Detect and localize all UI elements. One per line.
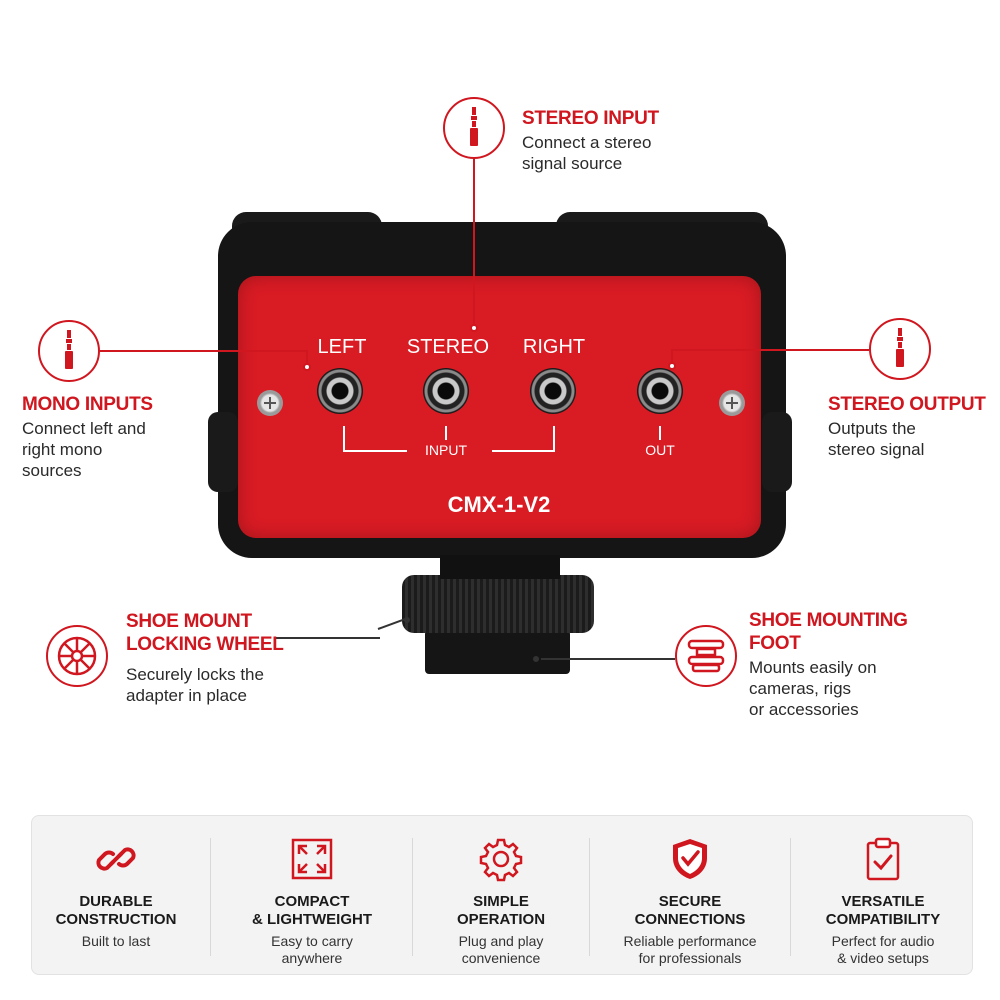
- right-input-jack[interactable]: [530, 368, 576, 414]
- locking-wheel-icon-ring: [46, 625, 108, 687]
- feature-title: VERSATILE COMPATIBILITY: [825, 893, 941, 928]
- audio-jack-icon: [65, 330, 73, 369]
- mono-inputs-desc: Connect left and right mono sources: [22, 419, 146, 480]
- stereo-input-pointer: [470, 324, 478, 332]
- shield-check-icon: [673, 839, 707, 879]
- clipboard-check-icon: [866, 837, 900, 881]
- shoe-mount-foot: [425, 630, 570, 674]
- mounting-foot-title: SHOE MOUNTING FOOT: [749, 610, 908, 654]
- feature-divider: [790, 838, 791, 956]
- stereo-output-leader-drop: [671, 349, 673, 365]
- feature-divider: [589, 838, 590, 956]
- feature-desc: Perfect for audio & video setups: [831, 933, 935, 966]
- shoe-foot-icon: [687, 639, 725, 673]
- side-wing-right: [762, 412, 792, 492]
- right-screw: [719, 390, 745, 416]
- locking-wheel-title: SHOE MOUNT LOCKING WHEEL: [126, 611, 284, 655]
- right-label: RIGHT: [522, 336, 586, 358]
- out-label: OUT: [645, 442, 675, 458]
- stereo-label: STEREO: [406, 336, 490, 358]
- left-input-jack[interactable]: [317, 368, 363, 414]
- feature-desc: Plug and play convenience: [458, 933, 544, 966]
- feature-desc: Easy to carry anywhere: [271, 933, 353, 966]
- audio-jack-icon: [896, 328, 904, 367]
- stereo-output-title: STEREO OUTPUT: [828, 394, 986, 415]
- feature-title: SECURE CONNECTIONS: [634, 893, 746, 928]
- feature-secure: SECURE CONNECTIONS Reliable performance …: [590, 816, 790, 976]
- feature-desc: Reliable performance for professionals: [623, 933, 757, 966]
- mounting-foot-pointer: [533, 656, 539, 662]
- model-label: CMX-1-V2: [447, 492, 551, 517]
- left-label: LEFT: [317, 336, 367, 358]
- mono-inputs-icon-ring: [38, 320, 100, 382]
- stereo-input-icon-ring: [443, 97, 505, 159]
- locking-wheel-leader: [274, 637, 380, 639]
- chain-link-icon: [96, 847, 136, 871]
- input-bracket-left: [343, 426, 407, 452]
- feature-versatile: VERSATILE COMPATIBILITY Perfect for audi…: [792, 816, 974, 976]
- feature-simple: SIMPLE OPERATION Plug and play convenien…: [414, 816, 588, 976]
- stereo-input-leader: [473, 159, 475, 327]
- stereo-input-title: STEREO INPUT: [522, 108, 659, 129]
- features-panel: DURABLE CONSTRUCTION Built to last COMPA…: [31, 815, 973, 975]
- stereo-input-desc: Connect a stereo signal source: [522, 133, 652, 173]
- input-tick: [445, 426, 447, 440]
- gear-icon: [479, 838, 523, 882]
- left-screw: [257, 390, 283, 416]
- stereo-output-icon-ring: [869, 318, 931, 380]
- feature-divider: [210, 838, 211, 956]
- feature-title: SIMPLE OPERATION: [456, 893, 546, 928]
- feature-divider: [412, 838, 413, 956]
- feature-compact: COMPACT & LIGHTWEIGHT Easy to carry anyw…: [212, 816, 412, 976]
- out-tick: [659, 426, 661, 440]
- input-label: INPUT: [425, 442, 467, 458]
- audio-jack-icon: [470, 107, 478, 146]
- stereo-output-leader: [672, 349, 869, 351]
- locking-wheel-pointer: [404, 617, 410, 623]
- stereo-output-desc: Outputs the stereo signal: [828, 419, 925, 459]
- locking-wheel-desc: Securely locks the adapter in place: [126, 665, 264, 705]
- side-wing-left: [208, 412, 238, 492]
- mono-inputs-leader: [100, 350, 308, 352]
- stereo-output-pointer: [668, 362, 676, 370]
- stereo-output-jack[interactable]: [637, 368, 683, 414]
- mono-inputs-pointer: [303, 363, 311, 371]
- shoe-mount-locking-wheel: [402, 575, 594, 633]
- feature-durable: DURABLE CONSTRUCTION Built to last: [32, 816, 200, 976]
- feature-title: DURABLE CONSTRUCTION: [55, 893, 177, 928]
- mounting-foot-icon-ring: [675, 625, 737, 687]
- feature-title: COMPACT & LIGHTWEIGHT: [252, 893, 372, 928]
- mono-inputs-leader-drop: [306, 350, 308, 366]
- shoe-mount-neck: [440, 555, 560, 579]
- mounting-foot-desc: Mounts easily on cameras, rigs or access…: [749, 658, 877, 719]
- input-bracket-right: [492, 426, 555, 452]
- expand-arrows-icon: [291, 838, 333, 880]
- mono-inputs-title: MONO INPUTS: [22, 394, 153, 415]
- feature-desc: Built to last: [81, 933, 151, 949]
- mounting-foot-leader: [541, 658, 675, 660]
- stereo-input-jack[interactable]: [423, 368, 469, 414]
- wheel-icon: [57, 636, 97, 676]
